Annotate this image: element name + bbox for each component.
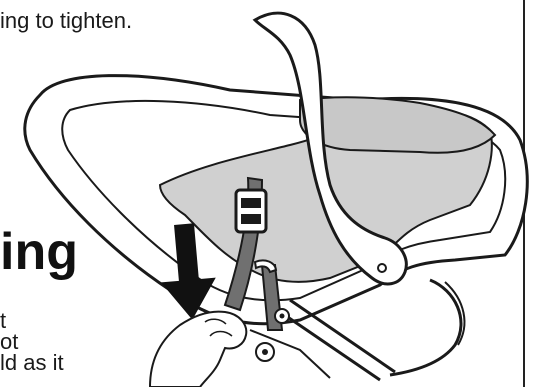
handle-pivot — [378, 264, 386, 272]
strap-buckle-icon — [236, 190, 266, 232]
instruction-text-top: ing to tighten. — [0, 8, 132, 34]
body-line: ot — [0, 331, 64, 352]
instruction-body: t ot ld as it — [0, 310, 64, 373]
body-line: t — [0, 310, 64, 331]
body-line: ld as it — [0, 352, 64, 373]
section-heading: ing — [0, 226, 78, 278]
hand-icon — [150, 312, 246, 387]
